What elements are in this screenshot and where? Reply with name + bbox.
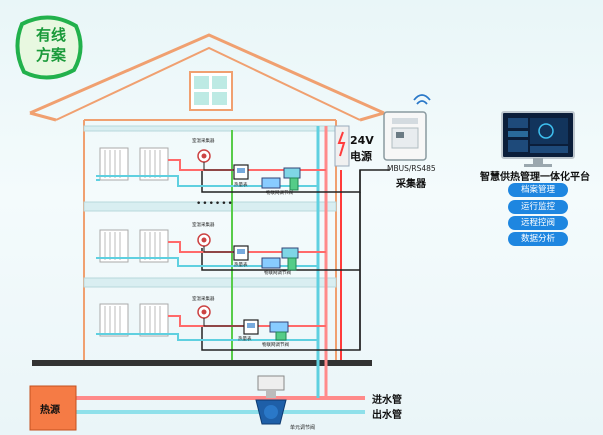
unit-valve <box>255 375 287 425</box>
collector-name: 采集器 <box>396 179 426 190</box>
inlet-pipe-label: 进水管 <box>372 395 402 406</box>
menu-remote-valve-control[interactable]: 远程控阀 <box>508 216 568 230</box>
outlet-pipe-label: 出水管 <box>372 410 402 421</box>
risers <box>231 126 342 400</box>
floor-3-radiators <box>96 303 326 341</box>
floor-3-control-valve-label: 物联网调节阀 <box>262 343 289 348</box>
floor-1-radiators <box>96 147 326 187</box>
floor-3-thermostat-label: 室温采集器 <box>192 297 215 302</box>
heat-source-box <box>29 385 77 431</box>
floor-1-thermostat-label: 室温采集器 <box>192 139 215 144</box>
floor-3-devices <box>197 305 289 341</box>
collector-model: MBUS/RS485 <box>387 164 436 173</box>
power-box <box>334 125 350 167</box>
heat-source-label: 热源 <box>40 405 60 416</box>
power-name: 电源 <box>350 150 372 163</box>
menu-archive-management[interactable]: 档案管理 <box>508 183 568 197</box>
collector-device <box>383 94 431 161</box>
platform-title: 智慧供热管理一体化平台 <box>480 172 590 183</box>
badge-line2: 方案 <box>36 46 67 64</box>
floor-1-heat-meter-label: 热量表 <box>234 183 248 188</box>
floor-1-devices <box>197 149 301 191</box>
floor-2-control-valve-label: 物联网调节阀 <box>264 271 291 276</box>
floor-3-heat-meter-label: 热量表 <box>238 337 252 342</box>
unit-valve-label: 单元调节阀 <box>290 425 316 431</box>
main-pipes <box>76 390 365 414</box>
floor-2-radiators <box>96 229 326 267</box>
attic-window <box>189 71 233 111</box>
floor-1-control-valve-label: 物联网调节阀 <box>266 191 293 196</box>
floor-2-devices <box>197 233 299 271</box>
bus-lines <box>201 169 390 351</box>
floor-2-thermostat-label: 室温采集器 <box>192 223 215 228</box>
menu-data-analysis[interactable]: 数据分析 <box>508 232 568 246</box>
wired-scheme-badge <box>15 15 83 80</box>
roof <box>29 33 385 122</box>
ellipsis-dots: •••••• <box>196 199 234 209</box>
badge-line1: 有线 <box>36 26 67 44</box>
power-voltage: 24V <box>350 134 374 147</box>
ground-slab <box>32 360 372 366</box>
floor-2-heat-meter-label: 热量表 <box>234 263 248 268</box>
menu-operation-monitoring[interactable]: 运行监控 <box>508 200 568 214</box>
platform-monitor <box>501 111 575 167</box>
